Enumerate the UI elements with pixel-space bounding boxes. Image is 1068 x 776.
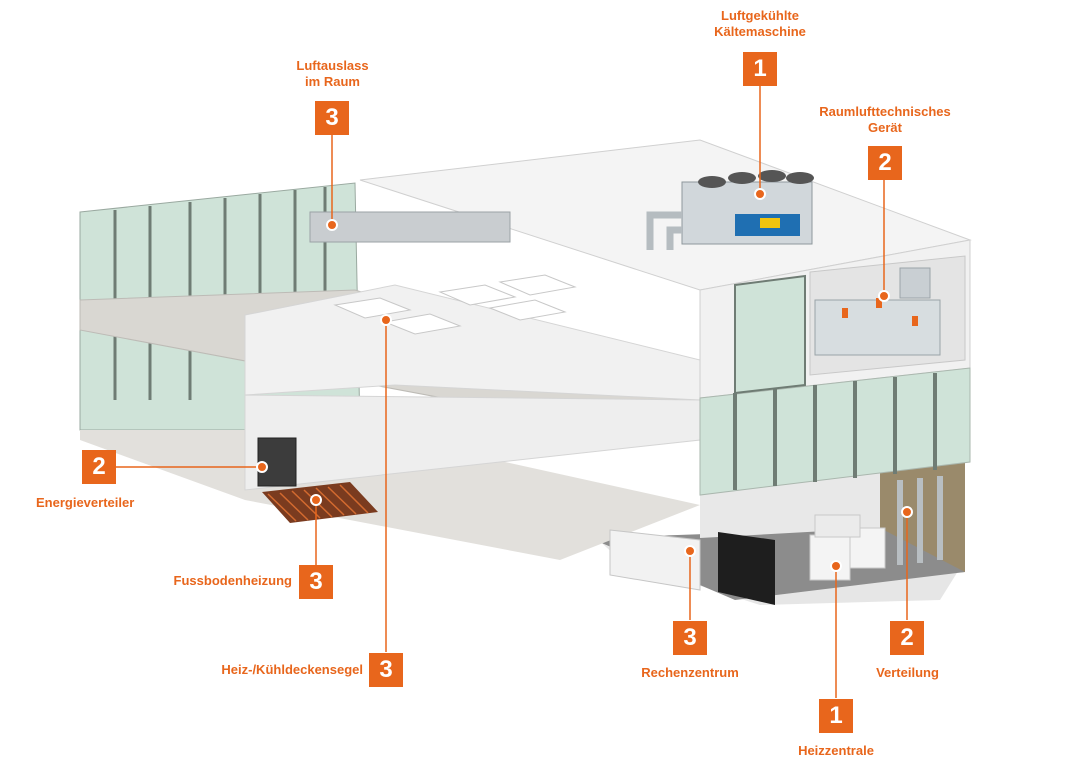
callout-label-line: Raumlufttechnisches	[819, 104, 951, 119]
callout-label-raumlufttechnisches-geraet: Raumlufttechnisches Gerät	[800, 104, 970, 136]
callout-badge-verteilung: 2	[890, 621, 924, 655]
callout-label-rechenzentrum: Rechenzentrum	[625, 665, 755, 681]
callout-badge-luftauslass-im-raum: 3	[315, 101, 349, 135]
chiller-unit	[646, 170, 814, 250]
air-handling-unit	[814, 267, 941, 356]
callout-label-luftauslass-im-raum: Luftauslass im Raum	[275, 58, 390, 90]
boiler-units	[809, 514, 886, 581]
leader-lines	[116, 83, 908, 698]
callout-label-line: Energieverteiler	[36, 495, 135, 510]
distribution-pipes	[897, 476, 943, 565]
data-center-racks	[609, 529, 775, 605]
leader-dots	[256, 188, 913, 572]
callout-badge-fussbodenheizung: 3	[299, 565, 333, 599]
callout-badge-heiz-kuehldeckensegel: 3	[369, 653, 403, 687]
callout-label-heizzentrale: Heizzentrale	[780, 743, 892, 759]
tower-lower-front	[699, 367, 971, 496]
callout-label-line: Fussbodenheizung	[173, 573, 292, 588]
callout-label-energieverteiler: Energieverteiler	[36, 495, 134, 511]
callout-badge-raumlufttechnisches-geraet: 2	[868, 146, 902, 180]
ceiling-duct	[309, 211, 511, 243]
callout-label-luftgekuehlte-kaeltemaschine: Luftgekühlte Kältemaschine	[700, 8, 820, 40]
callout-label-line: Kältemaschine	[714, 24, 806, 39]
ceiling-panels	[333, 274, 577, 335]
callout-label-line: Luftauslass	[296, 58, 369, 73]
callout-label-line: Gerät	[868, 120, 902, 135]
callout-label-fussbodenheizung: Fussbodenheizung	[150, 573, 292, 589]
callout-label-line: Heizzentrale	[798, 743, 874, 758]
callout-label-line: Heiz-/Kühldeckensegel	[221, 662, 363, 677]
callout-label-line: im Raum	[305, 74, 360, 89]
callout-badge-heizzentrale: 1	[819, 699, 853, 733]
callout-label-line: Luftgekühlte	[721, 8, 799, 23]
callout-label-verteilung: Verteilung	[855, 665, 960, 681]
callout-badge-energieverteiler: 2	[82, 450, 116, 484]
callout-badge-rechenzentrum: 3	[673, 621, 707, 655]
tower-upper-windows	[734, 274, 806, 395]
callout-label-line: Verteilung	[876, 665, 939, 680]
ground-floor	[80, 430, 700, 560]
callout-label-heiz-kuehldeckensegel: Heiz-/Kühldeckensegel	[178, 662, 363, 678]
callout-label-line: Rechenzentrum	[641, 665, 739, 680]
callout-badge-luftgekuehlte-kaeltemaschine: 1	[743, 52, 777, 86]
